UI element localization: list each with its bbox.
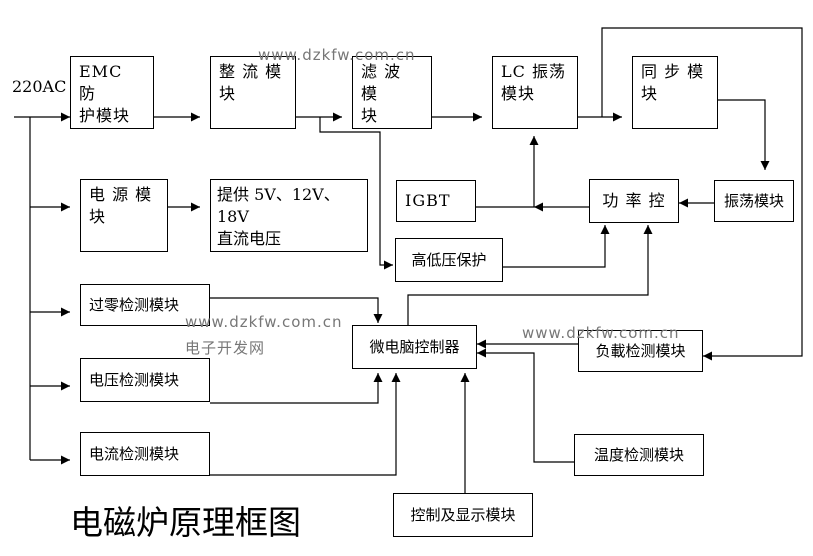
lc-line-2: 模块 [501, 84, 536, 103]
igbt-block: IGBT [396, 180, 476, 222]
igbt-label: IGBT [405, 191, 451, 210]
mcu-to-power [407, 225, 653, 337]
input-label: 220AC [12, 77, 67, 96]
lc-oscillation-module: LC 振荡 模块 [492, 56, 578, 129]
protect-to-power [503, 225, 610, 268]
current-detect-module: 电流检测模块 [80, 432, 210, 476]
current-detect-to-mcu [210, 373, 401, 476]
watermark-site-name: 电子开发网 [185, 339, 266, 357]
emc-protection-module: EMC 防 护模块 [70, 56, 154, 129]
power-control-label: 功 率 控 [602, 191, 666, 210]
sync-module: 同 步 模 块 [632, 56, 718, 129]
watermark-url-right: www.dzkfw.com.cn [522, 324, 680, 342]
current-detect-label: 电流检测模块 [89, 445, 180, 463]
power-control: 功 率 控 [589, 179, 679, 223]
psu-line-2: 块 [89, 207, 107, 226]
mcu-label: 微电脑控制器 [369, 338, 460, 356]
rectifier-module: 整 流 模 块 [210, 56, 296, 129]
control-display-label: 控制及显示模块 [410, 506, 516, 524]
emc-line-1: EMC 防 [79, 62, 123, 103]
rectifier-to-protect [319, 117, 393, 270]
sync-line-1: 同 步 模 [641, 62, 705, 81]
sync-to-oscillator [718, 99, 770, 170]
load-detect-module: 负載检测模块 [578, 330, 703, 372]
sync-loop [601, 27, 803, 361]
sync-line-2: 块 [641, 84, 659, 103]
watermark-url-top: www.dzkfw.com.cn [258, 46, 416, 64]
voltage-detect-to-mcu [210, 373, 383, 404]
psu-output-line-2: 直流电压 [217, 229, 282, 248]
temp-detect-label: 温度检测模块 [593, 446, 684, 464]
filter-line-2: 块 [361, 106, 379, 125]
zero-cross-to-mcu [210, 297, 383, 323]
lc-line-1: LC 振荡 [501, 62, 566, 81]
temp-detect-to-mcu [477, 348, 574, 463]
rectifier-line-2: 块 [219, 84, 237, 103]
psu-output-line-1: 提供 5V、12V、18V [217, 185, 340, 226]
diagram-title: 电磁炉原理框图 [70, 503, 301, 542]
watermark-url-middle: www.dzkfw.com.cn [185, 313, 343, 331]
emc-line-2: 护模块 [79, 106, 131, 125]
hv-lv-protection-label: 高低压保护 [411, 251, 487, 269]
oscillator-label: 振荡模块 [723, 192, 784, 210]
voltage-detect-label: 电压检测模块 [89, 371, 180, 389]
psu-module: 电 源 模 块 [80, 179, 168, 252]
load-detect-label: 负載检测模块 [595, 342, 686, 360]
oscillator-module: 振荡模块 [714, 180, 794, 222]
psu-line-1: 电 源 模 [89, 185, 153, 204]
zero-cross-detect-module: 过零检测模块 [80, 284, 210, 326]
filter-module: 滤 波 模 块 [352, 56, 432, 129]
control-display-module: 控制及显示模块 [393, 493, 533, 537]
filter-line-1: 滤 波 模 [361, 62, 402, 103]
psu-output: 提供 5V、12V、18V 直流电压 [210, 179, 368, 252]
voltage-detect-module: 电压检测模块 [80, 358, 210, 402]
rectifier-line-1: 整 流 模 [219, 62, 283, 81]
mcu-controller: 微电脑控制器 [352, 325, 477, 369]
zero-cross-label: 过零检测模块 [89, 296, 180, 314]
hv-lv-protection: 高低压保护 [395, 238, 503, 282]
temp-detect-module: 温度检测模块 [574, 434, 704, 476]
